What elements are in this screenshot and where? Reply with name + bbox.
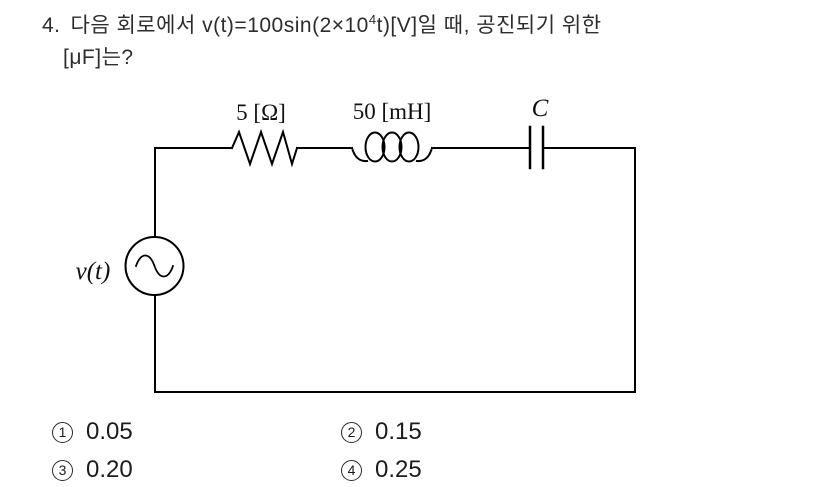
capacitor-label: C xyxy=(532,95,549,122)
question-exponent: 4 xyxy=(368,12,377,27)
choice-2-marker[interactable]: 2 xyxy=(341,421,362,443)
choice-3-marker[interactable]: 3 xyxy=(52,459,73,481)
choice-4[interactable]: 4 0.25 xyxy=(341,456,422,484)
capacitor-symbol xyxy=(528,125,545,170)
choice-3-value: 0.20 xyxy=(86,456,133,483)
resistor-symbol xyxy=(230,128,299,168)
question-text-before-sup: 다음 회로에서 v(t)=100sin(2×10 xyxy=(70,14,369,37)
choice-1[interactable]: 1 0.05 xyxy=(52,418,133,446)
sine-wave-icon xyxy=(134,254,175,278)
choice-1-marker[interactable]: 1 xyxy=(52,421,73,443)
question-number: 4. xyxy=(42,14,61,37)
question-block: 4. 다음 회로에서 v(t)=100sin(2×104t)[V]일 때, 공진되… xyxy=(42,10,602,73)
choice-2[interactable]: 2 0.15 xyxy=(341,418,422,446)
inductor-symbol xyxy=(350,131,434,163)
source-label: v(t) xyxy=(76,258,111,285)
choice-2-value: 0.15 xyxy=(375,418,422,445)
inductor-label: 50 [mH] xyxy=(353,99,432,124)
resistor-label: 5 [Ω] xyxy=(236,100,286,125)
question-text-after-sup: t)[V]일 때, 공진되기 위한 xyxy=(376,14,602,37)
question-line-1: 4. 다음 회로에서 v(t)=100sin(2×104t)[V]일 때, 공진되… xyxy=(42,10,602,41)
choice-3[interactable]: 3 0.20 xyxy=(52,456,133,484)
question-line-2: [μF]는? xyxy=(63,46,134,69)
choice-1-value: 0.05 xyxy=(86,418,133,445)
choice-4-value: 0.25 xyxy=(375,456,422,483)
choice-4-marker[interactable]: 4 xyxy=(341,459,362,481)
